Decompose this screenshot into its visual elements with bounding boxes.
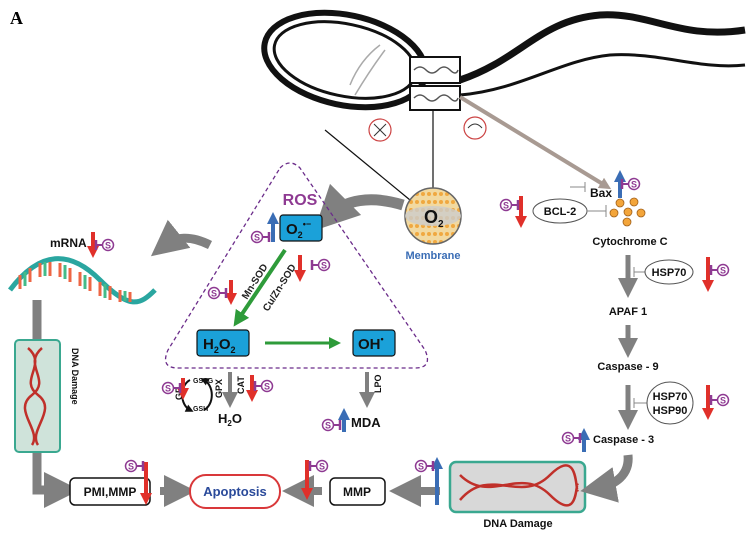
supplement-symbol: S [631, 180, 637, 190]
supplement-inhibitor-icon: S [124, 459, 145, 473]
cytochrome-c-label: Cytochrome C [592, 236, 667, 248]
supplement-symbol: S [565, 434, 571, 444]
supplement-inhibitor-icon: S [709, 263, 730, 277]
dna-helix-icon [23, 347, 47, 446]
mrna-strand-icon [8, 256, 157, 305]
mitochondria-box [409, 56, 461, 84]
supplement-inhibitor-icon: S [561, 431, 582, 445]
ros-title: ROS [283, 192, 318, 209]
hydrogen-peroxide-box [196, 329, 250, 357]
mmp-label: MMP [343, 485, 371, 499]
hydrogen-peroxide-label: H2O2 [203, 336, 236, 355]
hsp70-hsp90-oval [646, 381, 694, 425]
cat-label: CAT [236, 376, 246, 394]
membrane-o2: O2 Membrane [404, 187, 462, 262]
water-label: H2O [218, 411, 242, 428]
supplement-inhibitor-icon: S [94, 238, 115, 252]
supplement-symbol: S [105, 241, 111, 251]
dna-helix-icon [459, 464, 580, 507]
apoptosis-label: Apoptosis [203, 484, 267, 499]
mmp-box [329, 477, 386, 506]
supplement-symbol: S [503, 201, 509, 211]
supplement-inhibitor-icon: S [321, 418, 342, 432]
hsp70-oval [644, 259, 694, 285]
supplement-symbol: S [128, 462, 134, 472]
arrow [150, 219, 213, 257]
gssg-label: GSSG [193, 378, 214, 385]
bcl2-label: BCL-2 [544, 206, 576, 218]
caspase3-label: Caspase - 3 [593, 434, 654, 446]
supplement-symbol: S [211, 289, 217, 299]
supplement-inhibitor-icon: S [308, 459, 329, 473]
apaf1-label: APAF 1 [609, 306, 647, 318]
bax-label: Bax [590, 186, 612, 200]
gpx-label: GPX [214, 379, 224, 398]
mitochondria-box [409, 85, 461, 111]
gsh-label: GSH [193, 406, 208, 413]
superoxide-label: O2•− [286, 219, 311, 240]
apoptosis-box [189, 474, 281, 509]
supplement-symbol: S [264, 382, 270, 392]
supplement-inhibitor-icon: S [709, 393, 730, 407]
hydroxyl-box [352, 329, 396, 357]
ros-triangle [164, 162, 429, 369]
regulation-indicators: S S S S S S S S S S S S S S S [87, 170, 730, 505]
supplement-inhibitor-icon: S [207, 286, 228, 300]
supplement-inhibitor-icon: S [253, 379, 274, 393]
supplement-symbol: S [165, 384, 171, 394]
supplement-symbol: S [321, 261, 327, 271]
hydroxyl-label: OH• [358, 334, 384, 353]
supplement-inhibitor-icon: S [620, 177, 641, 191]
mda-label: MDA [351, 415, 381, 430]
arrow [580, 454, 633, 503]
caspase9-label: Caspase - 9 [597, 361, 658, 373]
membrane-label: Membrane [405, 250, 460, 262]
arrow [314, 183, 405, 231]
supplement-inhibitor-icon: S [310, 258, 331, 272]
cytochrome-c-icon [609, 197, 646, 227]
lpo-label: LPO [373, 374, 383, 393]
damaged-mitochondria-icon [463, 116, 487, 140]
pmi-mmp-label: PMI,MMP [84, 485, 137, 499]
hsp90-label: HSP90 [653, 405, 688, 417]
supplement-symbol: S [720, 266, 726, 276]
hsp70-label: HSP70 [652, 267, 687, 279]
arrow [458, 95, 612, 190]
supplement-inhibitor-icon: S [414, 459, 435, 473]
supplement-inhibitor-icon: S [250, 230, 271, 244]
supplement-symbol: S [319, 462, 325, 472]
dna-damage-label: DNA Damage [483, 518, 552, 530]
supplement-symbol: S [254, 233, 260, 243]
supplement-inhibitor-icon: S [499, 198, 520, 212]
pmi-mmp-box [69, 477, 151, 506]
dna-damage-vertical-label: DNA Damage [70, 348, 80, 405]
sperm-illustration [261, 9, 746, 201]
supplement-symbol: S [325, 421, 331, 431]
supplement-symbol: S [720, 396, 726, 406]
superoxide-box [279, 214, 323, 242]
panel-label: A [10, 8, 23, 28]
dna-helix-icon [349, 44, 386, 96]
sod-arrow [233, 248, 287, 327]
supplement-symbol: S [418, 462, 424, 472]
svg-text:O2: O2 [424, 207, 444, 230]
supplement-inhibitor-icon: S [161, 381, 182, 395]
hsp70-label: HSP70 [653, 391, 688, 403]
mrna-label: mRNA [50, 236, 87, 250]
